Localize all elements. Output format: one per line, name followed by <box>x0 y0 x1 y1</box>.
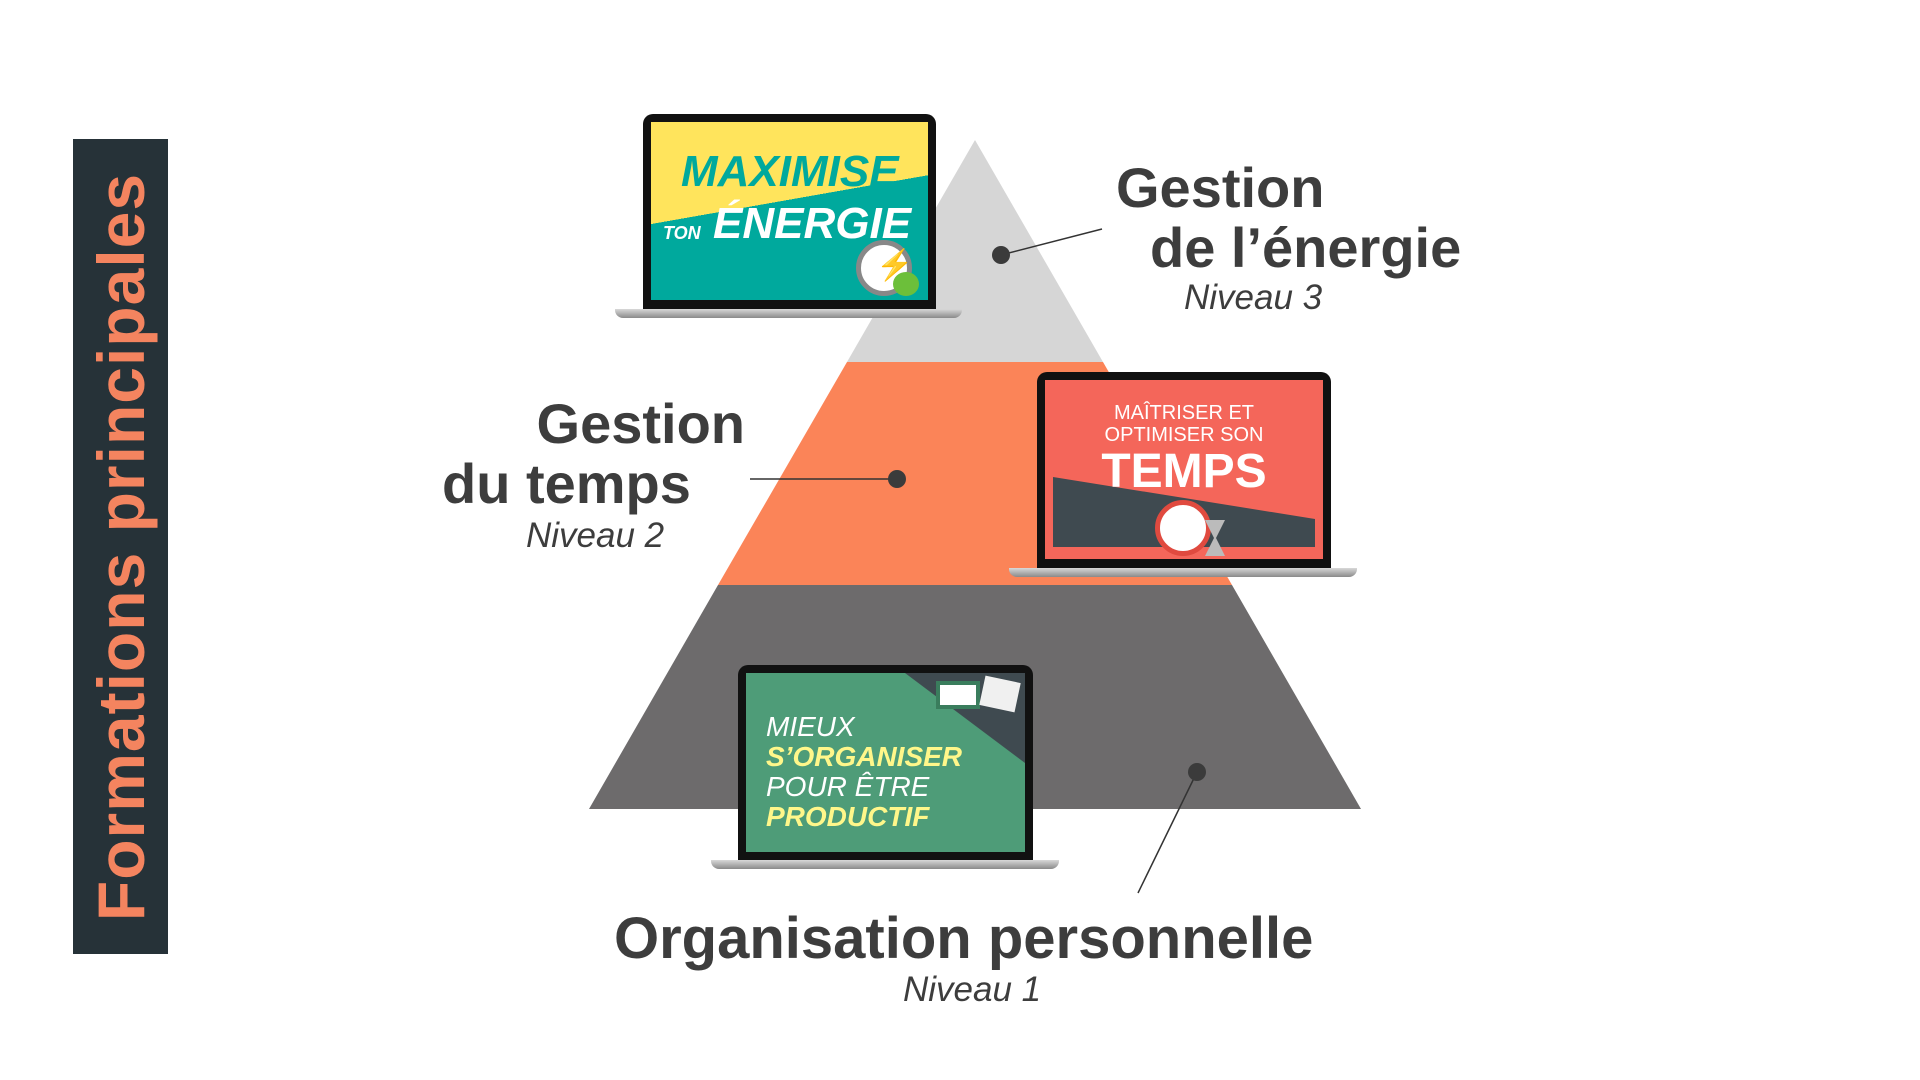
apple-icon <box>893 272 919 296</box>
level-2-title-line1: Gestion <box>536 392 745 455</box>
cover-text: S’ORGANISER <box>766 741 963 772</box>
cover-text: POUR ÊTRE <box>766 771 930 802</box>
connector-dot-2 <box>888 470 906 488</box>
clock-icon <box>1155 500 1211 556</box>
level-3-title-line1: Gestion <box>1116 156 1325 219</box>
cover-text: MAXIMISE <box>681 147 899 196</box>
sidebar: Formations principales <box>73 139 168 954</box>
cover-text: TON <box>663 223 701 243</box>
course-cover-energie: MAXIMISE TON ÉNERGIE ⚡ <box>651 122 928 300</box>
level-1-title: Organisation personnelle <box>614 906 1314 971</box>
cover-text: MIEUX <box>766 711 855 742</box>
connector-line-1 <box>1137 771 1198 894</box>
cover-text: TEMPS <box>1101 445 1267 498</box>
level-3-label: Niveau 3 <box>1184 278 1323 317</box>
level-2-title-line2: du temps <box>442 452 691 515</box>
connector-dot-1 <box>1188 763 1206 781</box>
sidebar-title: Formations principales <box>83 172 158 921</box>
cover-text: PRODUCTIF <box>766 801 930 832</box>
connector-dot-3 <box>992 246 1010 264</box>
calendar-icon <box>936 681 980 709</box>
connector-line-3 <box>1000 228 1103 256</box>
level-2-label: Niveau 2 <box>526 516 665 555</box>
level-1-label: Niveau 1 <box>903 970 1042 1009</box>
course-cover-organisation: MIEUX S’ORGANISER POUR ÊTRE PRODUCTIF <box>746 673 1025 852</box>
level-3-title-line2: de l’énergie <box>1150 216 1462 279</box>
